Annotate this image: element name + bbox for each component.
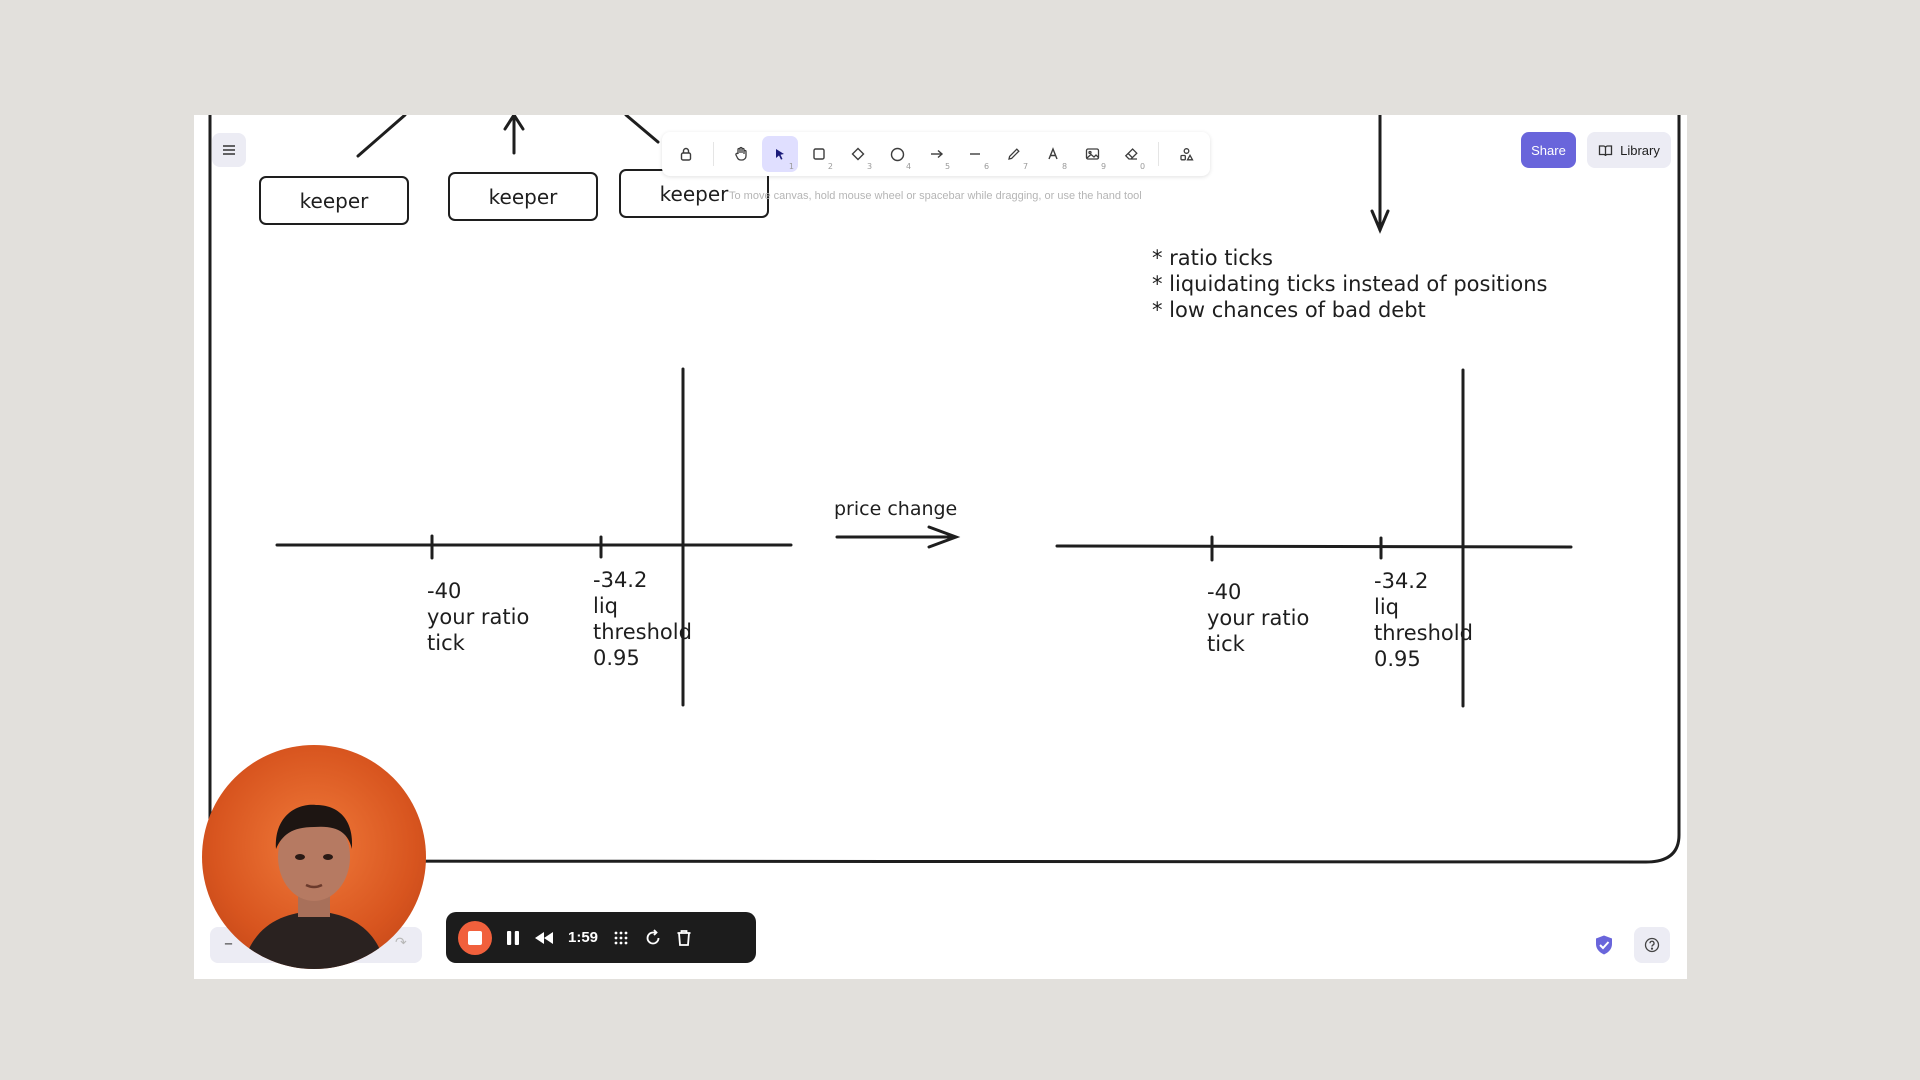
diamond-icon: [851, 147, 865, 161]
hand-tool[interactable]: [723, 136, 759, 172]
keeper-box-1[interactable]: keeper: [259, 176, 409, 225]
price-change-label: price change: [834, 498, 958, 520]
image-icon: [1085, 148, 1099, 160]
help-button[interactable]: [1634, 927, 1670, 963]
frame-outline: [208, 115, 1681, 864]
connector-line-1: [356, 115, 407, 158]
pointer-icon: [775, 149, 784, 160]
draw-tool[interactable]: 7: [996, 136, 1032, 172]
arrow-tool[interactable]: 5: [918, 136, 954, 172]
keeper-label: keeper: [659, 181, 729, 206]
toolbar-divider: [1158, 142, 1160, 166]
note-line-3: * low chances of bad debt: [1152, 298, 1426, 322]
stop-recording-button[interactable]: [458, 920, 492, 955]
tool-shortcut: 9: [1101, 162, 1107, 171]
left-liq-threshold-label: -34.2 liq threshold 0.95: [593, 568, 692, 670]
text-tool[interactable]: 8: [1035, 136, 1071, 172]
pause-icon[interactable]: [506, 930, 520, 946]
help-icon: [1644, 937, 1660, 953]
share-button[interactable]: Share: [1521, 132, 1576, 168]
connector-line-3: [624, 115, 660, 144]
keeper-label: keeper: [488, 184, 558, 209]
left-ratio-tick-label: -40 your ratio tick: [427, 579, 530, 655]
webcam-overlay: [202, 745, 426, 969]
line-tool[interactable]: 6: [957, 136, 993, 172]
text-icon: [1048, 147, 1058, 160]
rewind-icon[interactable]: [534, 931, 554, 945]
lock-tool[interactable]: [668, 136, 704, 172]
canvas-hint: To move canvas, hold mouse wheel or spac…: [729, 190, 1142, 202]
tool-shortcut: 7: [1023, 162, 1029, 171]
redo-icon[interactable]: ↷: [395, 935, 407, 951]
library-label: Library: [1620, 142, 1660, 158]
ellipse-tool[interactable]: 4: [879, 136, 915, 172]
line-icon: [970, 153, 981, 155]
trash-icon[interactable]: [676, 929, 692, 947]
excalidraw-app: keeper keeper keeper * ratio ticks * liq…: [194, 115, 1687, 979]
eraser-tool[interactable]: 0: [1113, 136, 1149, 172]
lock-icon: [680, 147, 692, 161]
ellipse-icon: [890, 147, 904, 161]
right-liq-threshold-label: -34.2 liq threshold 0.95: [1374, 569, 1473, 671]
eraser-icon: [1124, 148, 1138, 160]
tool-shortcut: 3: [866, 162, 873, 171]
tool-shortcut: 6: [983, 162, 990, 171]
tool-shortcut: 0: [1140, 162, 1146, 171]
keeper-box-3[interactable]: keeper: [619, 169, 769, 218]
note-line-1: * ratio ticks: [1152, 246, 1273, 270]
rectangle-icon: [813, 148, 825, 160]
note-line-2: * liquidating ticks instead of positions: [1152, 272, 1548, 296]
library-icon: [1598, 144, 1613, 156]
diamond-tool[interactable]: 3: [840, 136, 876, 172]
tool-shortcut: 8: [1062, 162, 1068, 171]
tool-shortcut: 1: [788, 162, 794, 171]
recording-timer: 1:59: [568, 929, 599, 946]
down-arrow-head: [1370, 209, 1390, 234]
recording-controls: 1:59: [446, 912, 756, 963]
hand-icon: [735, 146, 747, 161]
main-menu-button[interactable]: [212, 133, 246, 167]
toolbar-divider: [713, 142, 714, 166]
extra-tools[interactable]: [1168, 136, 1204, 172]
shapes-icon: [1179, 147, 1194, 160]
image-tool[interactable]: 9: [1074, 136, 1110, 172]
selection-tool[interactable]: 1: [761, 136, 798, 172]
rectangle-tool[interactable]: 2: [801, 136, 837, 172]
shield-icon[interactable]: [1593, 934, 1615, 956]
right-ratio-tick-label: -40 your ratio tick: [1207, 580, 1310, 656]
restart-icon[interactable]: [644, 928, 662, 947]
right-axis-horizontal: [1055, 544, 1573, 549]
stop-icon: [468, 930, 482, 945]
pencil-icon: [1008, 148, 1020, 160]
tool-shortcut: 4: [905, 162, 912, 171]
zoom-out-button[interactable]: –: [224, 933, 233, 954]
keeper-box-2[interactable]: keeper: [448, 172, 598, 221]
person-silhouette: [242, 804, 386, 969]
tool-shortcut: 5: [944, 162, 951, 171]
price-change-arrow-head: [927, 525, 961, 549]
arrow-icon: [930, 149, 943, 159]
tool-shortcut: 2: [827, 162, 834, 171]
arrow-head-2: [503, 115, 525, 131]
hamburger-icon: [223, 145, 235, 155]
keeper-label: keeper: [299, 188, 369, 213]
grid-icon[interactable]: [612, 929, 630, 947]
shape-toolbar: 1 2 3 4 5 6 7 8: [662, 132, 1210, 176]
library-button[interactable]: Library: [1587, 132, 1671, 168]
